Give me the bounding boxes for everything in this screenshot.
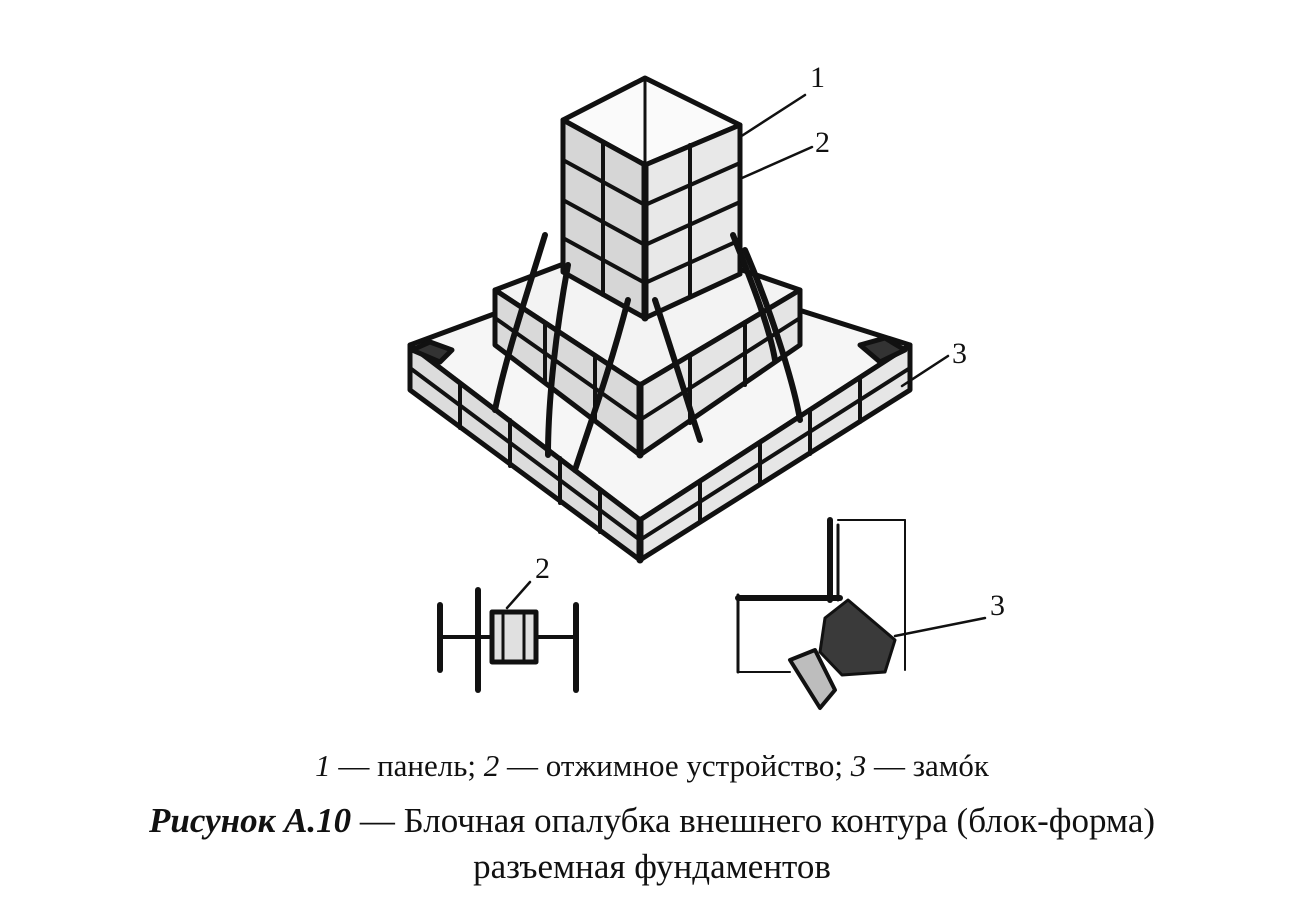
diagonal-braces: [492, 232, 803, 473]
callout-1: 1: [810, 61, 825, 94]
callout-leaders: [738, 93, 950, 388]
callout-2: 2: [815, 126, 830, 159]
caption-line-1: Рисунок А.10 — Блочная опалубка внешнего…: [20, 798, 1284, 844]
callout-detail-lock: 3: [990, 589, 1005, 622]
legend-number-2: 2: [483, 748, 500, 783]
callout-detail-press: 2: [535, 552, 550, 585]
formwork-illustration: 1 2 3 2 3: [407, 61, 1005, 710]
corner-locks: [409, 335, 908, 365]
callout-3: 3: [952, 337, 967, 370]
figure-legend: 1 — панель; 2 — отжимное устройство; 3 —…: [0, 748, 1304, 784]
legend-text-2: — отжимное устройство;: [499, 748, 851, 783]
caption-line-2: разъемная фундаментов: [473, 847, 831, 886]
press-device-detail: [437, 580, 579, 693]
column-formwork: [560, 75, 743, 322]
legend-text-3: — замóк: [866, 748, 989, 783]
caption-title-part1: — Блочная опалубка внешнего контура (бло…: [351, 801, 1156, 840]
caption-label: Рисунок А.10: [148, 801, 352, 840]
lock-detail: [735, 517, 987, 710]
legend-text-1: — панель;: [330, 748, 484, 783]
figure-caption: Рисунок А.10 — Блочная опалубка внешнего…: [20, 798, 1284, 890]
legend-number-1: 1: [315, 748, 331, 783]
legend-number-3: 3: [850, 748, 867, 783]
